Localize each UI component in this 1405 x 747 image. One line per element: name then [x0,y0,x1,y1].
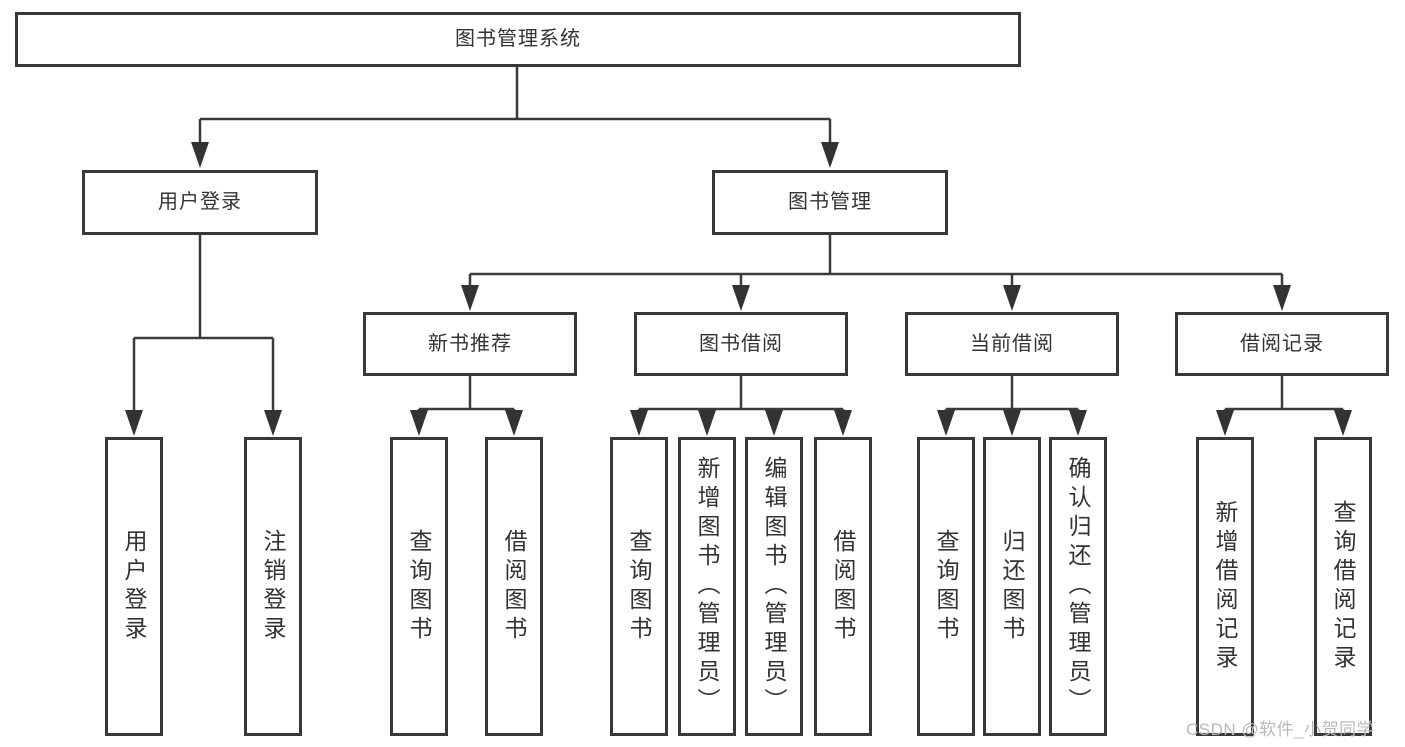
leaf-edit-books-admin: 编辑图书（管理员） [745,437,803,736]
leaf-borrow-books-recommend: 借阅图书 [485,437,543,736]
leaf-confirm-return-admin: 确认归还（管理员） [1049,437,1107,736]
leaf-add-borrow-record: 新增借阅记录 [1196,437,1254,736]
leaf-logout: 注销登录 [244,437,302,736]
leaf-return-books: 归还图书 [983,437,1041,736]
leaf-add-books-admin: 新增图书（管理员） [678,437,736,736]
node-book-management: 图书管理 [712,170,948,235]
node-user-login: 用户登录 [82,170,318,235]
node-new-book-recommendation: 新书推荐 [363,312,577,376]
leaf-search-books-recommend: 查询图书 [390,437,448,736]
leaf-search-books-borrowing: 查询图书 [610,437,668,736]
leaf-user-login: 用户登录 [105,437,163,736]
node-current-borrowing: 当前借阅 [905,312,1119,376]
node-borrowing-records: 借阅记录 [1175,312,1389,376]
leaf-search-borrow-record: 查询借阅记录 [1314,437,1372,736]
node-library-management-system: 图书管理系统 [15,12,1021,67]
leaf-borrow-books: 借阅图书 [814,437,872,736]
csdn-watermark: CSDN @软件_小贺同学 [1186,720,1375,739]
leaf-search-books-current: 查询图书 [917,437,975,736]
node-book-borrowing: 图书借阅 [634,312,848,376]
